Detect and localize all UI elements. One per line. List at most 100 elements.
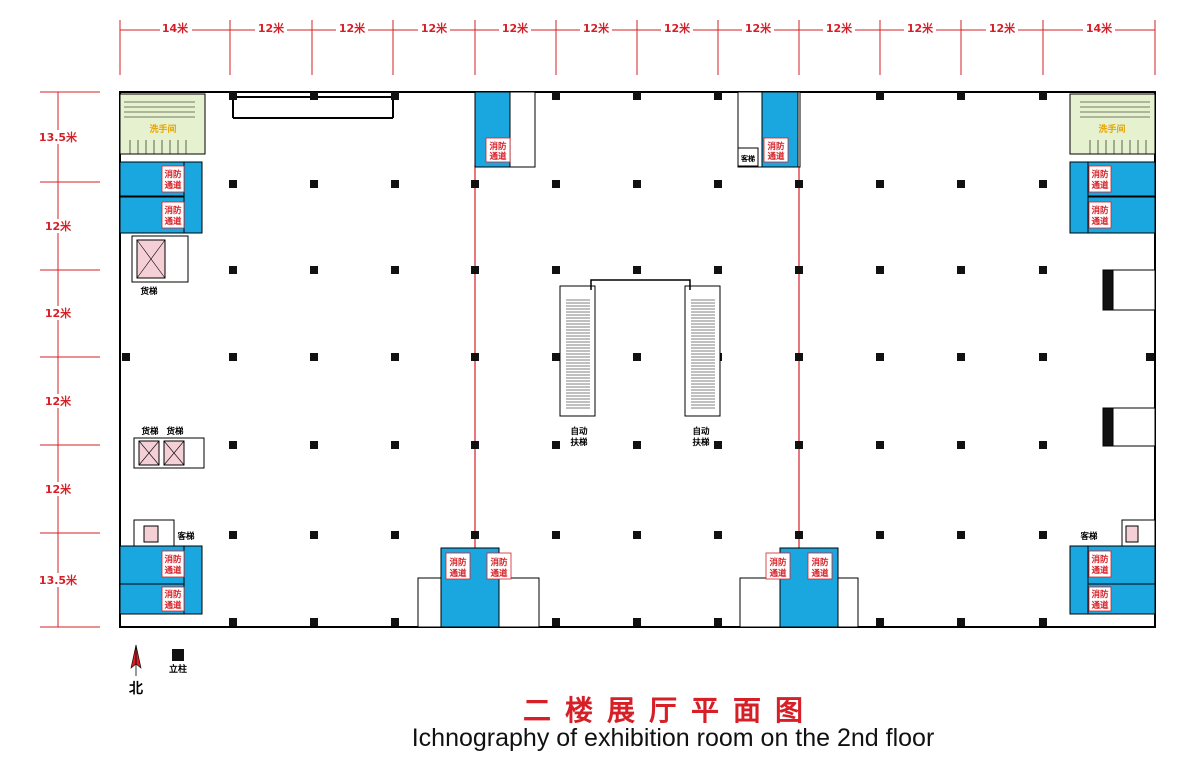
southwest-core: 客梯 消防 通道 消防 通道: [119, 519, 203, 615]
column-13: [310, 441, 318, 449]
north-core-left: 消防 通道: [474, 91, 536, 168]
title-chinese: 二楼展厅平面图: [523, 694, 817, 727]
column-19: [391, 353, 399, 361]
column-17: [391, 180, 399, 188]
west-freight-elevators: 货梯 货梯: [133, 426, 205, 469]
column-41: [633, 618, 641, 626]
column-43: [714, 180, 722, 188]
top-dimension-chain: [119, 20, 1156, 75]
left-dimension-chain: [40, 91, 100, 628]
top-dim-label-4: 12米: [421, 21, 448, 35]
column-71: [1039, 353, 1047, 361]
fire-exit-nw-1-bottom: 通道: [164, 180, 182, 191]
fire-exit-se-1-top: 消防: [1091, 554, 1109, 565]
column-24: [471, 266, 479, 274]
column-64: [957, 353, 965, 361]
southeast-core: 客梯 消防 通道 消防 通道: [1069, 519, 1156, 615]
column-53: [795, 531, 803, 539]
column-27: [471, 531, 479, 539]
east-side-rooms: [1102, 269, 1156, 447]
top-dim-label-5: 12米: [502, 21, 529, 35]
fire-exit-n-left-top: 消防: [489, 141, 507, 152]
column-47: [714, 531, 722, 539]
column-40: [633, 531, 641, 539]
top-dim-label-1: 14米: [162, 21, 189, 35]
column-49: [795, 180, 803, 188]
north-label: 北: [129, 681, 143, 697]
fire-exit-s-right-2-top: 消防: [811, 557, 829, 568]
left-dimension-labels: 13.5米 12米 12米 12米 12米 13.5米: [38, 130, 78, 587]
column-54: [876, 92, 884, 100]
column-73: [1039, 531, 1047, 539]
column-56: [876, 266, 884, 274]
column-31: [552, 353, 560, 361]
column-1: [122, 353, 130, 361]
fire-exit-sw-1-bottom: 通道: [164, 565, 182, 576]
escalator-label-right-1: 自动: [692, 426, 710, 437]
column-20: [391, 441, 399, 449]
column-33: [552, 531, 560, 539]
column-59: [876, 531, 884, 539]
top-dim-label-7: 12米: [664, 21, 691, 35]
fire-exit-nw-2-top: 消防: [164, 205, 182, 216]
column-37: [633, 266, 641, 274]
column-48: [714, 618, 722, 626]
column-15: [310, 618, 318, 626]
washroom-label-ne: 洗手间: [1098, 123, 1125, 135]
title-english: Ichnography of exhibition room on the 2n…: [412, 724, 935, 752]
freight-elevator-label-nw: 货梯: [139, 286, 158, 297]
top-dimension-labels: 14米 12米 12米 12米 12米 12米 12米 12米 12米 12米 …: [160, 21, 1115, 35]
column-60: [876, 618, 884, 626]
fire-exit-sw-2-bottom: 通道: [164, 600, 182, 611]
column-55: [876, 180, 884, 188]
column-6: [229, 441, 237, 449]
column-68: [1039, 92, 1047, 100]
column-50: [795, 266, 803, 274]
fire-exit-s-left-1-bottom: 通道: [449, 568, 467, 579]
fire-exit-n-right-bottom: 通道: [767, 151, 785, 162]
column-3: [229, 180, 237, 188]
fire-exit-se-2-top: 消防: [1091, 589, 1109, 600]
top-dim-label-8: 12米: [745, 21, 772, 35]
escalators: 自动 扶梯 自动 扶梯: [559, 279, 721, 448]
column-30: [552, 266, 560, 274]
column-25: [471, 353, 479, 361]
column-67: [957, 618, 965, 626]
northwest-core: 洗手间 消防 通道 消防 通道 货梯: [119, 93, 206, 297]
column-8: [229, 618, 237, 626]
legend: 北 立柱: [129, 644, 187, 697]
column-65: [957, 441, 965, 449]
south-core-left: 消防 通道 消防 通道: [417, 547, 540, 628]
fire-exit-sw-1-top: 消防: [164, 554, 182, 565]
fire-exit-se-1-bottom: 通道: [1091, 565, 1109, 576]
south-core-right: 消防 通道 消防 通道: [739, 547, 859, 628]
fire-exit-s-right-2-bottom: 通道: [811, 568, 829, 579]
column-44: [714, 266, 722, 274]
left-dim-label-4: 12米: [45, 394, 72, 408]
column-28: [552, 92, 560, 100]
column-66: [957, 531, 965, 539]
fire-exit-sw-2-top: 消防: [164, 589, 182, 600]
column-51: [795, 353, 803, 361]
column-11: [310, 266, 318, 274]
column-10: [310, 180, 318, 188]
top-dim-label-9: 12米: [826, 21, 853, 35]
left-dim-label-3: 12米: [45, 306, 72, 320]
fire-exit-s-right-1-top: 消防: [769, 557, 787, 568]
fire-exit-s-left-2-bottom: 通道: [490, 568, 508, 579]
freight-elevator-label-w2: 货梯: [165, 426, 184, 437]
columns-grid: [122, 92, 1154, 626]
passenger-elevator-label-n: 客梯: [740, 154, 755, 163]
freight-elevator-label-w1: 货梯: [140, 426, 159, 437]
column-57: [876, 353, 884, 361]
column-42: [714, 92, 722, 100]
column-39: [633, 441, 641, 449]
column-72: [1039, 441, 1047, 449]
escalator-label-left-2: 扶梯: [570, 437, 588, 448]
column-29: [552, 180, 560, 188]
fire-exit-s-left-1-top: 消防: [449, 557, 467, 568]
top-dim-label-11: 12米: [989, 21, 1016, 35]
column-62: [957, 180, 965, 188]
left-dim-label-6: 13.5米: [39, 573, 78, 587]
